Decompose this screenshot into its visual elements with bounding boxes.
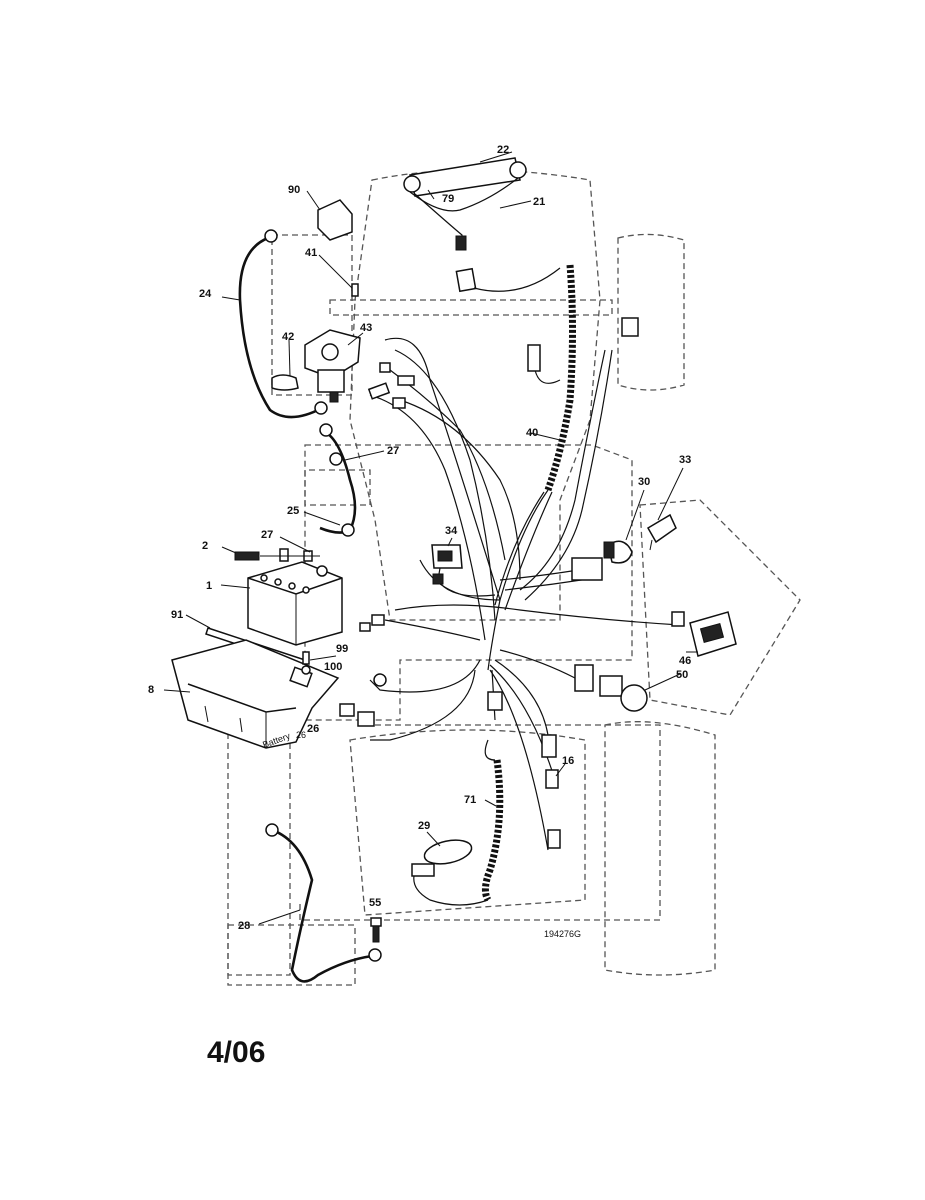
switch-33	[646, 513, 677, 551]
headlight-assembly	[403, 157, 527, 251]
relay-90	[317, 199, 353, 241]
callout-91: 91	[171, 609, 183, 621]
callout-21: 21	[533, 196, 545, 208]
hour-meter	[671, 611, 737, 657]
seat-harness	[413, 759, 504, 906]
date-stamp: 4/06	[207, 1036, 266, 1069]
callout-41: 41	[305, 247, 317, 259]
ignition-switch	[603, 540, 633, 564]
callout-27a: 27	[387, 445, 399, 457]
callout-33: 33	[679, 454, 691, 466]
callout-26-small: 26	[296, 730, 306, 740]
callout-24: 24	[199, 288, 212, 300]
callout-43: 43	[360, 322, 372, 334]
callout-90: 90	[288, 184, 300, 196]
callout-27b: 27	[261, 529, 273, 541]
cable-25	[319, 423, 357, 537]
callout-50: 50	[676, 669, 688, 681]
bolt-55	[370, 917, 382, 943]
callout-8: 8	[148, 684, 154, 696]
seat-switch	[411, 839, 473, 877]
callout-30: 30	[638, 476, 650, 488]
drawing-number: 194276G	[544, 929, 581, 939]
battery-hardware	[234, 548, 320, 562]
callout-labels: 22 79 21 90 41 24 42 43 40 27 33 30 25 3…	[148, 144, 691, 939]
callout-46: 46	[679, 655, 691, 667]
callout-55: 55	[369, 897, 381, 909]
switch-34	[431, 544, 496, 597]
screw-99	[301, 651, 311, 675]
callout-26: 26	[307, 723, 319, 735]
cable-24	[238, 229, 328, 419]
leader-lines	[163, 151, 698, 925]
fuse-holder	[339, 673, 387, 727]
callout-79: 79	[442, 193, 454, 205]
callout-1: 1	[206, 580, 212, 592]
callout-28: 28	[238, 920, 250, 932]
pto-switch	[599, 675, 648, 712]
callout-25: 25	[287, 505, 299, 517]
callout-34: 34	[445, 525, 458, 537]
main-harness	[359, 264, 681, 851]
callout-71: 71	[464, 794, 476, 806]
callout-29: 29	[418, 820, 430, 832]
battery-box: Battery	[171, 639, 340, 750]
callout-2: 2	[202, 540, 208, 552]
solenoid-assembly	[271, 283, 361, 403]
ground-cable	[265, 823, 382, 983]
battery	[247, 561, 343, 646]
callout-99: 99	[336, 643, 348, 655]
callout-22: 22	[497, 144, 509, 156]
callout-42: 42	[282, 331, 294, 343]
callout-16: 16	[562, 755, 574, 767]
plug-top	[455, 267, 561, 293]
callout-40: 40	[526, 427, 538, 439]
callout-100: 100	[324, 661, 342, 673]
